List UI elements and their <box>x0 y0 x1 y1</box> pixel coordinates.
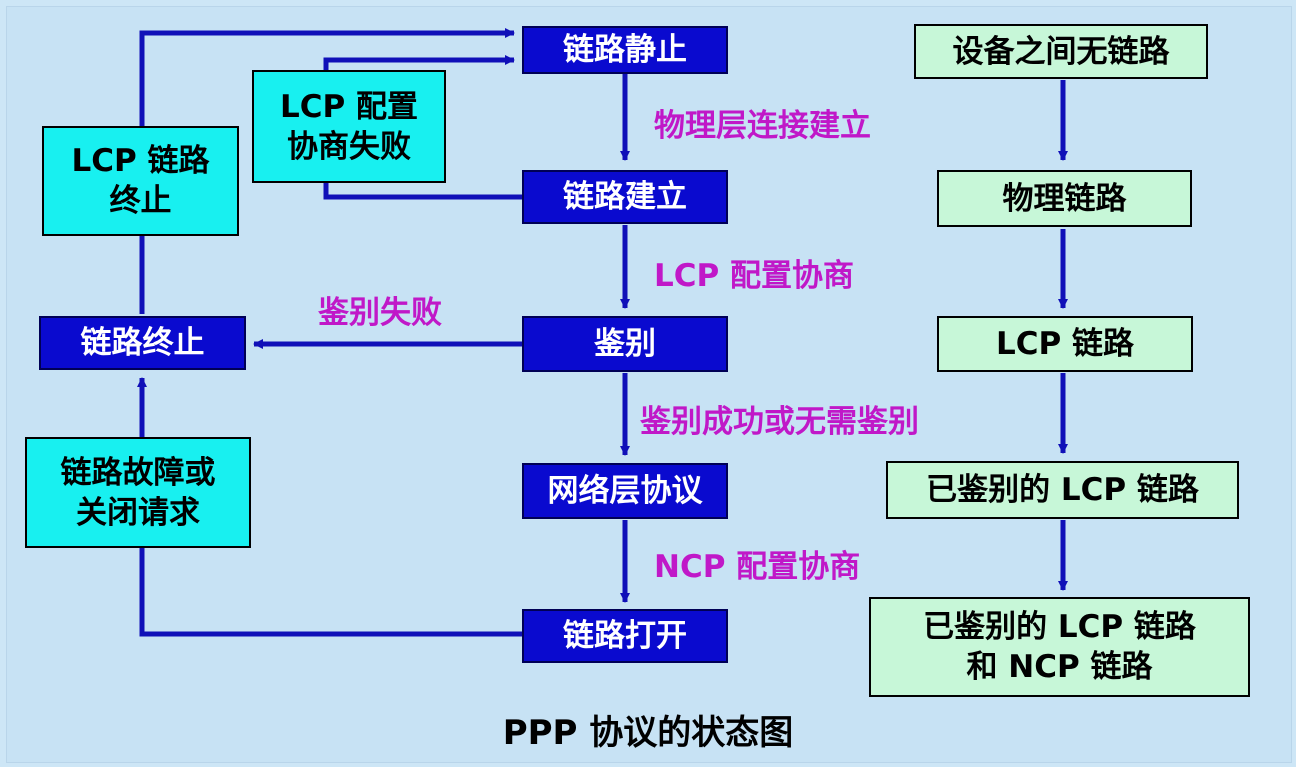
transition-ncp-negotiation: NCP 配置协商 <box>654 549 861 585</box>
transition-lcp-negotiation: LCP 配置协商 <box>654 258 855 294</box>
diagram-title: PPP 协议的状态图 <box>502 713 794 753</box>
state-authenticate: 鉴别 <box>522 316 728 372</box>
link-status-lcp-ncp-line2: 和 NCP 链路 <box>966 649 1153 685</box>
link-status-lcp-authenticated: 已鉴别的 LCP 链路 <box>886 461 1239 519</box>
link-status-physical: 物理链路 <box>937 170 1192 227</box>
transition-physical-up: 物理层连接建立 <box>654 108 871 144</box>
event-lcp-link-terminate: LCP 链路 终止 <box>42 126 239 236</box>
link-status-lcp-ncp-line1: 已鉴别的 LCP 链路 <box>923 609 1196 645</box>
transition-auth-fail: 鉴别失败 <box>318 295 442 331</box>
state-link-open: 链路打开 <box>522 609 728 663</box>
event-link-failure-line1: 链路故障或 <box>60 454 216 491</box>
event-link-failure: 链路故障或 关闭请求 <box>25 437 251 548</box>
link-status-lcp-ncp: 已鉴别的 LCP 链路 和 NCP 链路 <box>869 597 1250 697</box>
state-link-dead: 链路静止 <box>522 26 728 74</box>
event-link-failure-line2: 关闭请求 <box>76 494 200 531</box>
event-lcp-link-terminate-line1: LCP 链路 <box>71 143 210 179</box>
event-lcp-link-terminate-line2: 终止 <box>109 183 172 219</box>
transition-auth-ok: 鉴别成功或无需鉴别 <box>640 404 919 440</box>
state-network-layer: 网络层协议 <box>522 463 728 519</box>
link-status-lcp: LCP 链路 <box>937 316 1193 372</box>
event-lcp-config-fail-line1: LCP 配置 <box>279 88 419 125</box>
link-status-none: 设备之间无链路 <box>914 24 1208 79</box>
state-link-terminate: 链路终止 <box>39 316 246 370</box>
event-lcp-config-fail: LCP 配置 协商失败 <box>252 70 446 183</box>
state-link-establish: 链路建立 <box>522 170 728 224</box>
event-lcp-config-fail-line2: 协商失败 <box>287 128 411 165</box>
